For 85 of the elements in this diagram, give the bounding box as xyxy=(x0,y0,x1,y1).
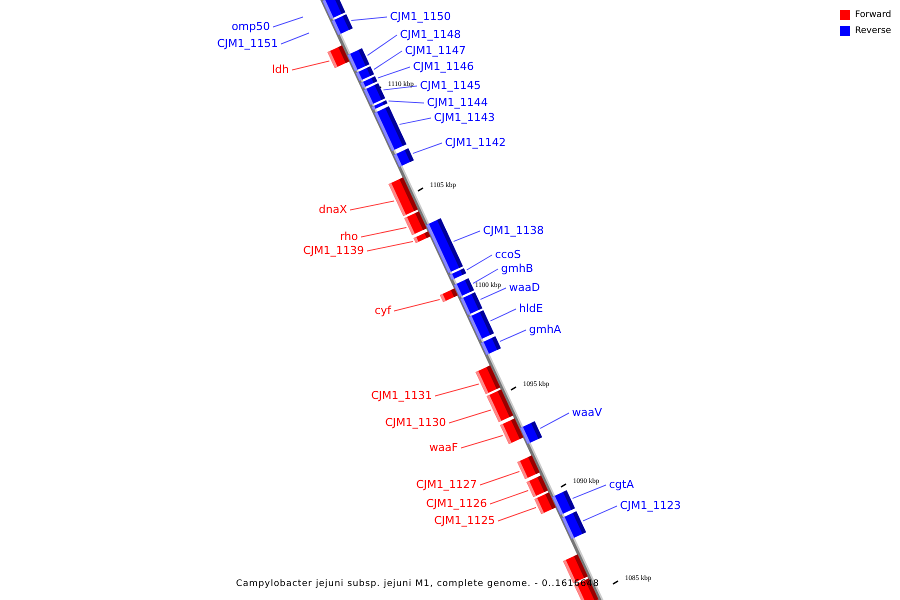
gene-label: ccoS xyxy=(495,248,521,261)
gene-block xyxy=(426,218,463,273)
leader-line xyxy=(412,142,442,154)
gene-label: gmhA xyxy=(529,323,562,336)
gene-label: CJM1_1151 xyxy=(217,37,278,50)
leader-line xyxy=(582,506,618,522)
leader-line xyxy=(292,60,330,70)
leader-line xyxy=(466,254,492,270)
gene-label: CJM1_1139 xyxy=(303,244,364,257)
gene-label: hldE xyxy=(519,302,543,315)
leader-line xyxy=(350,16,388,21)
gene-label: CJM1_1130 xyxy=(385,416,446,429)
gene-label: CJM1_1142 xyxy=(445,136,506,149)
leader-line xyxy=(382,86,418,90)
gene-label: CJM1_1144 xyxy=(427,96,488,109)
gene-label: CJM1_1143 xyxy=(434,111,495,124)
gene-label: cgtA xyxy=(609,478,634,491)
leader-line xyxy=(394,298,440,312)
gene-block xyxy=(476,365,500,394)
gene-label: CJM1_1131 xyxy=(371,389,432,402)
gene-label: CJM1_1127 xyxy=(416,478,477,491)
leader-line xyxy=(490,490,529,504)
gene-block xyxy=(440,288,458,302)
gene-block xyxy=(347,48,370,71)
leader-line xyxy=(272,16,304,28)
gene-block xyxy=(414,231,430,244)
gene-block xyxy=(486,389,514,422)
leader-line xyxy=(460,434,504,448)
gene-block xyxy=(562,511,586,539)
leader-line xyxy=(453,230,480,242)
leader-line xyxy=(398,118,432,125)
legend-label: Reverse xyxy=(855,26,892,36)
gene-label: gmhB xyxy=(501,262,534,275)
leader-line xyxy=(388,100,424,104)
gene-label: CJM1_1125 xyxy=(434,514,495,527)
gene-label: waaV xyxy=(572,406,602,419)
leader-line xyxy=(448,409,492,424)
leader-line xyxy=(480,288,506,300)
gene-block xyxy=(374,106,406,151)
leader-line xyxy=(540,412,570,429)
leader-line xyxy=(490,308,516,322)
gene-block xyxy=(468,310,494,340)
gene-label: CJM1_1145 xyxy=(420,79,481,92)
leader-line xyxy=(572,484,606,499)
gene-label: CJM1_1150 xyxy=(390,10,451,23)
gene-block xyxy=(449,268,466,280)
gene-block xyxy=(480,336,501,355)
leader-line xyxy=(373,50,402,70)
gene-block xyxy=(552,490,575,515)
gene-label: CJM1_1126 xyxy=(426,497,487,510)
gene-block xyxy=(388,177,418,216)
gene-label: ldh xyxy=(272,63,289,76)
gene-block xyxy=(394,148,414,167)
leader-line xyxy=(367,34,398,56)
gene-label: waaD xyxy=(509,281,540,294)
gene-label: rho xyxy=(340,230,358,243)
leader-line xyxy=(434,383,480,396)
leader-line xyxy=(366,240,414,252)
gene-block xyxy=(327,45,350,68)
legend-label: Forward xyxy=(855,10,892,20)
gene-label: omp50 xyxy=(232,20,270,33)
gene-label: CJM1_1123 xyxy=(620,499,681,512)
gene-label: CJM1_1138 xyxy=(483,224,544,237)
leader-line xyxy=(472,268,498,284)
gene-block xyxy=(534,492,556,514)
gene-label: CJM1_1147 xyxy=(405,44,466,57)
gene-block xyxy=(517,455,540,480)
gene-block xyxy=(520,421,542,444)
gene-label: dnaX xyxy=(318,203,347,216)
leader-line xyxy=(498,506,537,522)
gene-block xyxy=(500,418,524,444)
leader-line xyxy=(377,66,410,78)
leader-line xyxy=(350,200,395,210)
gene-block xyxy=(526,475,548,498)
leader-line xyxy=(480,470,520,486)
leader-line xyxy=(360,226,407,238)
gene-label: CJM1_1146 xyxy=(413,60,474,73)
leader-line xyxy=(499,330,526,342)
gene-block xyxy=(460,292,482,315)
gene-label: waaF xyxy=(429,441,458,454)
gene-label: CJM1_1148 xyxy=(400,28,461,41)
gene-block xyxy=(332,14,353,35)
gene-label: cyf xyxy=(374,304,391,317)
leader-line xyxy=(280,32,310,44)
gene-block xyxy=(322,0,346,19)
